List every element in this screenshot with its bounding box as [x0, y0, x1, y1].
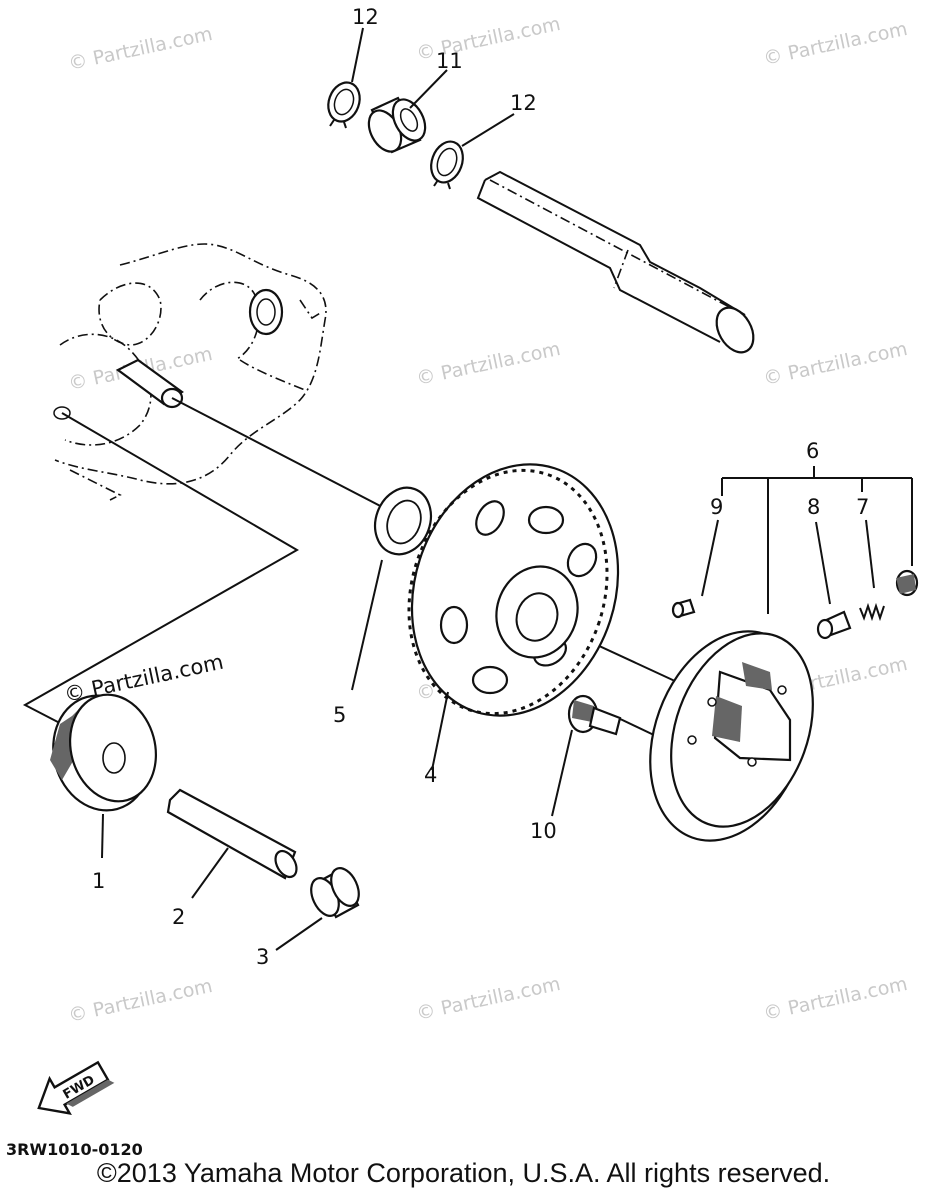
watermark: © Partzilla.com	[761, 18, 909, 70]
clutch-spring-7	[859, 602, 885, 622]
callout-6: 6	[806, 439, 819, 463]
callout-7: 7	[856, 495, 869, 519]
diagram-code: 3RW1010-0120	[6, 1140, 143, 1159]
clutch-cap	[895, 569, 919, 597]
callout-1: 1	[92, 869, 105, 893]
starter-clutch-6	[649, 630, 814, 842]
bolt-10	[551, 694, 622, 817]
washer-5	[351, 486, 433, 691]
circlip-12-lower	[430, 140, 464, 190]
circlip-12-top	[327, 81, 361, 129]
upper-leaders	[351, 27, 515, 147]
bushing-3	[275, 867, 360, 951]
engine-case	[53, 243, 327, 501]
callout-8: 8	[807, 495, 820, 519]
watermark: © Partzilla.com	[761, 338, 909, 390]
clutch-plunger-8	[816, 610, 852, 640]
idler-gear-1	[50, 693, 158, 859]
watermark: © Partzilla.com	[414, 973, 562, 1025]
bearing-11	[367, 96, 427, 154]
callout-10: 10	[530, 819, 557, 843]
crankshaft-shaft	[476, 170, 755, 354]
watermark: © Partzilla.com	[66, 23, 214, 75]
callouts: 1 2 3 4 5 6 7 8 9 10 11 12 12	[92, 5, 869, 969]
watermark: © Partzilla.com	[761, 973, 909, 1025]
callout-12-lower: 12	[510, 91, 537, 115]
callout-11: 11	[436, 49, 463, 73]
watermark: © Partzilla.com	[414, 338, 562, 390]
idler-shaft-2	[166, 788, 298, 899]
callout-12-top: 12	[352, 5, 379, 29]
callout-5: 5	[333, 703, 346, 727]
clutch-roller-9	[671, 598, 696, 619]
callout-9: 9	[710, 495, 723, 519]
callout-4: 4	[424, 763, 437, 787]
watermark: © Partzilla.com	[66, 975, 214, 1027]
copyright-notice: ©2013 Yamaha Motor Corporation, U.S.A. A…	[96, 1158, 831, 1188]
group-bracket-6	[701, 466, 913, 614]
callout-2: 2	[172, 905, 185, 929]
fwd-arrow-icon: FWD	[37, 1060, 115, 1115]
starter-gear-4	[407, 463, 620, 771]
callout-3: 3	[256, 945, 269, 969]
